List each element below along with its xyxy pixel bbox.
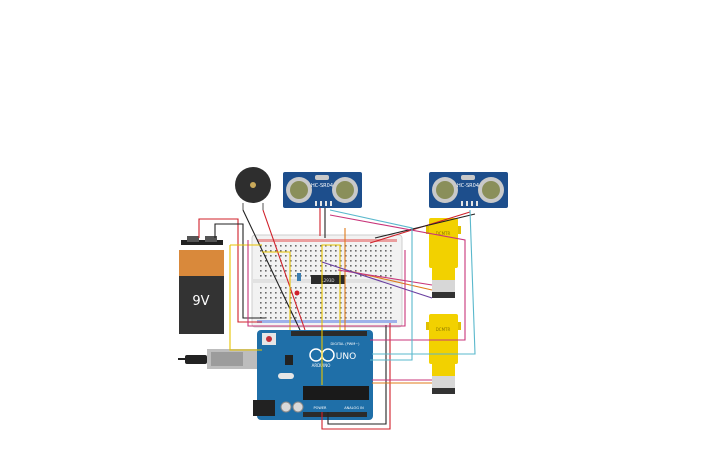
motor-bottom-label: DCMTR	[436, 327, 451, 332]
wire-yellow-mid	[262, 251, 291, 330]
wire-magenta-left	[247, 240, 406, 327]
led-component[interactable]	[294, 273, 302, 296]
wire-yellow-motor	[321, 244, 341, 385]
arduino-model: UNO	[336, 352, 356, 362]
wire-black-arduino-bottom	[327, 325, 387, 425]
wire-black-motor	[324, 208, 476, 239]
wire-magenta-sensor	[329, 214, 466, 341]
wire-red-battery	[198, 218, 262, 323]
arduino-analog-label: ANALOG IN	[344, 406, 364, 410]
wire-black-battery	[214, 223, 265, 319]
motor-top-label: DCMTR	[436, 231, 451, 236]
sensor-right-label: HC-SR04	[457, 183, 479, 189]
wire-cyan-sensor-left	[329, 209, 413, 361]
driver-chip-label: L293D	[322, 278, 335, 283]
wire-cyan-sensor-right	[372, 209, 476, 355]
ultrasonic-sensor-left[interactable]: HC-SR04	[283, 172, 362, 208]
breadboard-holes	[260, 245, 392, 319]
wire-red-buzzer	[262, 209, 306, 331]
buzzer[interactable]	[235, 167, 271, 210]
battery-9v[interactable]: 9V	[179, 236, 224, 334]
wire-purple	[321, 261, 433, 299]
dc-motor-top[interactable]: DCMTR	[426, 218, 461, 298]
sensor-left-label: HC-SR04	[311, 183, 333, 189]
motor-driver-chip[interactable]: L293D	[311, 275, 345, 284]
dc-motor-bottom[interactable]: DCMTR	[426, 314, 461, 394]
arduino-power-label: POWER	[314, 406, 328, 410]
wires	[178, 208, 476, 430]
arduino-digital-label: DIGITAL (PWM~)	[330, 342, 360, 346]
ultrasonic-sensor-right[interactable]: HC-SR04	[429, 172, 508, 208]
arduino-brand: ARDUINO	[312, 363, 331, 368]
battery-label: 9V	[192, 294, 209, 309]
wire-red-arduino-bottom	[321, 323, 391, 430]
arduino-uno[interactable]: UNO ARDUINO POWER ANALOG IN DIGITAL (PWM…	[185, 330, 373, 420]
wire-yellow-left	[229, 244, 262, 351]
